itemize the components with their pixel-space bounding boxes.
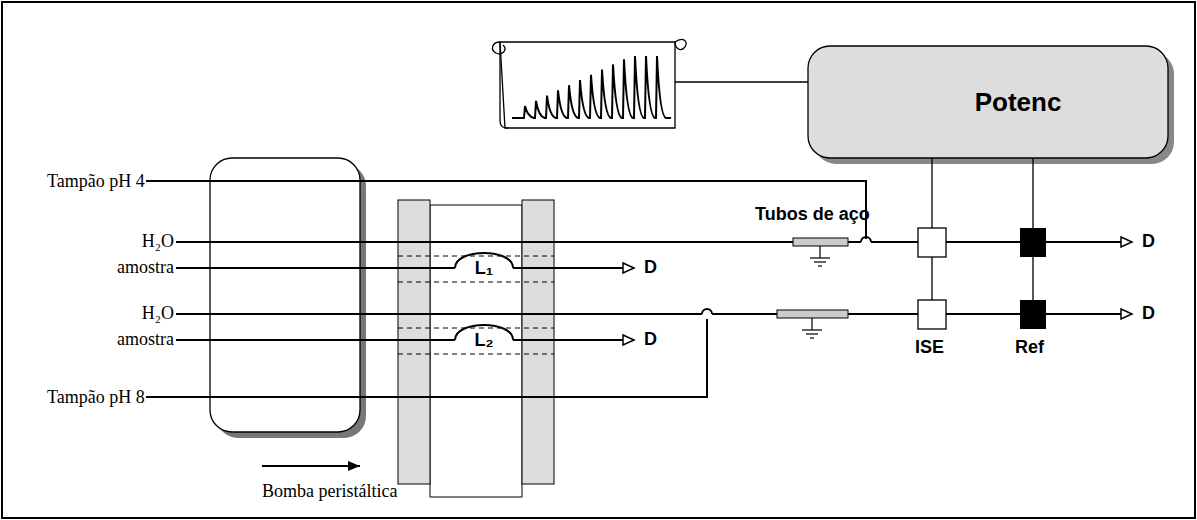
sample-label: amostra	[117, 257, 174, 277]
electrode-label: Ref	[1015, 337, 1044, 357]
drain-label: D	[644, 257, 657, 277]
reagent-label: Tampão pH 4	[47, 171, 145, 191]
loop-label: L₂	[474, 330, 495, 350]
potentiometer-box: Potenc	[808, 46, 1168, 158]
loop-label: L₁	[474, 258, 494, 278]
sample-label: amostra	[117, 329, 174, 349]
tube-label: Tubos de aço	[755, 204, 870, 224]
drain-label: D	[644, 329, 657, 349]
reagent-label: Tampão pH 8	[47, 387, 145, 407]
instrument-name: Potenc	[975, 87, 1062, 118]
drain-label: D	[1142, 231, 1155, 251]
recorder-chart	[493, 40, 687, 128]
electrode-label: ISE	[915, 337, 944, 357]
pump-label: Bomba peristáltica	[262, 481, 397, 501]
carrier-label: H₂O	[142, 231, 174, 251]
drain-label: D	[1142, 303, 1155, 323]
carrier-label: H₂O	[142, 303, 174, 323]
